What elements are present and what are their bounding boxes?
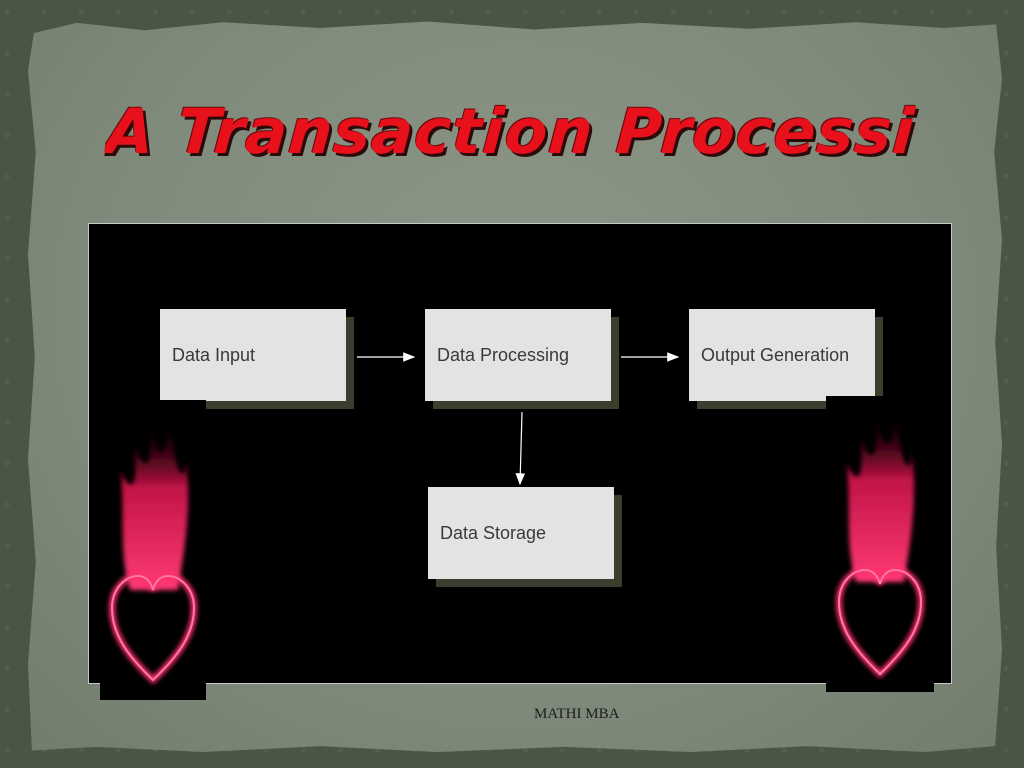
flaming-heart-icon — [100, 400, 206, 700]
node-data-processing: Data Processing — [425, 309, 611, 401]
slide-footer: MATHI MBA — [534, 706, 620, 722]
slide-title: A Transaction Processi — [103, 95, 918, 168]
diagram-arrows — [357, 352, 680, 486]
flaming-heart-icon — [826, 396, 934, 692]
node-data-storage: Data Storage — [428, 487, 614, 579]
node-data-input: Data Input — [160, 309, 346, 401]
arrow-processing-to-storage — [515, 411, 526, 486]
tps-diagram: Data Input Data Processing Output Genera… — [88, 223, 952, 684]
node-output-generation: Output Generation — [689, 309, 875, 401]
